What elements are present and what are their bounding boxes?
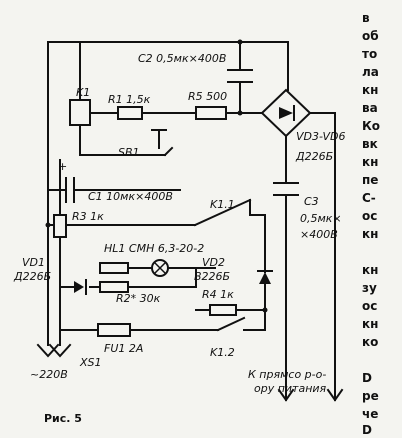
- label-r2: R2* 30к: [116, 292, 161, 305]
- xs1-mains-plug: [36, 343, 72, 358]
- label-vd1-type: Д226Б: [13, 270, 51, 283]
- article-line: кн: [362, 155, 378, 169]
- article-line: че: [362, 407, 378, 421]
- article-line: D: [362, 423, 372, 437]
- article-line: ос: [362, 299, 377, 313]
- label-c3: C3: [304, 195, 319, 208]
- label-source-line1: К прямсо р-о-: [248, 368, 326, 381]
- vd2-diode: [257, 270, 273, 284]
- label-vd3-vd6: VD3-VD6: [296, 130, 346, 143]
- vd1-diode: [74, 279, 87, 295]
- figure-caption: Рис. 5: [44, 412, 82, 425]
- hl1-lamp: [151, 259, 169, 277]
- bridge-diode-symbol: [279, 105, 295, 121]
- label-xs1: XS1: [79, 356, 102, 369]
- r1-resistor: [117, 106, 143, 120]
- k1-relay-coil: [69, 99, 91, 126]
- junction-dot: [237, 110, 243, 116]
- label-c1: C1 10мк×400В: [88, 190, 173, 203]
- r4-resistor: [209, 304, 237, 316]
- article-line: Ко: [362, 119, 380, 133]
- article-line: ко: [362, 335, 378, 349]
- fu1-fuse: [97, 323, 131, 337]
- label-vd3-vd6-type: Д226Б: [295, 150, 333, 163]
- r2-resistor: [99, 281, 129, 293]
- wires: [47, 41, 336, 401]
- label-plus: +: [58, 160, 67, 173]
- article-line: С-: [362, 191, 376, 205]
- article-line: кн: [362, 227, 378, 241]
- label-c3-val2: ×400В: [300, 228, 338, 241]
- c1-capacitor: [65, 177, 75, 203]
- article-line: вк: [362, 137, 378, 151]
- article-line: пе: [362, 173, 378, 187]
- article-line: в: [362, 11, 370, 25]
- label-r1: R1 1,5к: [108, 93, 151, 106]
- label-r5: R5 500: [188, 90, 227, 103]
- article-line: ос: [362, 209, 377, 223]
- hl1-resistor-body: [99, 262, 129, 274]
- label-fu1: FU1 2А: [104, 342, 143, 355]
- label-r4: R4 1к: [202, 288, 234, 301]
- label-mains: ~220В: [30, 368, 68, 381]
- article-line: кн: [362, 263, 378, 277]
- label-k1-2: K1.2: [210, 346, 235, 359]
- r3-resistor: [53, 214, 67, 238]
- article-line: об: [362, 29, 379, 43]
- label-source-line2: ору питания: [254, 382, 327, 395]
- article-line: кн: [362, 317, 378, 331]
- sb1-pushbutton: [151, 129, 167, 149]
- label-k1: K1: [76, 86, 90, 99]
- junction-dot: [45, 222, 51, 228]
- label-c3-val1: 0,5мк×: [300, 212, 342, 225]
- label-k1-1: K1.1: [210, 198, 235, 211]
- article-line: ре: [362, 389, 379, 403]
- label-hl1: HL1 СМН 6,3-20-2: [104, 242, 204, 255]
- article-line: D: [362, 371, 372, 385]
- label-r3: R3 1к: [72, 210, 104, 223]
- label-vd1: VD1: [22, 256, 45, 269]
- label-sb1: SB1: [118, 146, 140, 159]
- label-c2: C2 0,5мк×400В: [138, 52, 226, 65]
- label-vd2: VD2: [202, 256, 225, 269]
- label-vd2-type: В226Б: [194, 270, 230, 283]
- c2-capacitor: [227, 69, 253, 83]
- article-line: зу: [362, 281, 377, 295]
- cropped-article-text: в об то ла кн ва Ко вк кн пе С- ос кн кн…: [362, 11, 380, 437]
- article-line: кн: [362, 83, 378, 97]
- power-output-arrows: [277, 388, 344, 402]
- article-line: ла: [362, 65, 379, 79]
- junction-dot: [237, 39, 243, 45]
- c3-capacitor: [273, 182, 299, 196]
- article-line: то: [362, 47, 377, 61]
- article-line: ва: [362, 101, 378, 115]
- r5-resistor: [195, 106, 227, 120]
- junction-dot: [262, 307, 268, 313]
